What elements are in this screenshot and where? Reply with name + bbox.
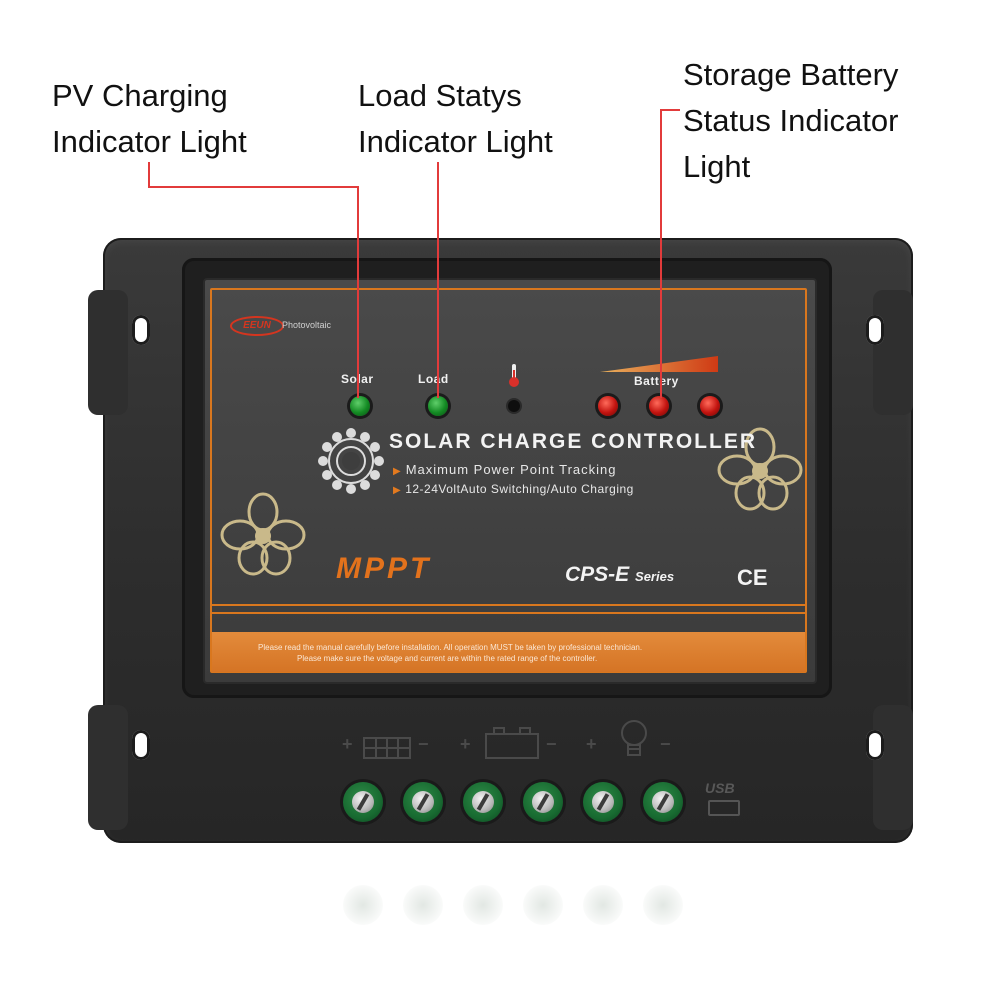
usb-port[interactable] (708, 800, 740, 816)
series-suffix: Series (635, 569, 675, 584)
right-mounting-ear-bottom (873, 705, 913, 830)
battery-negative-terminal[interactable] (523, 782, 563, 822)
terminal-reflection (583, 885, 623, 925)
battery-positive-terminal[interactable] (463, 782, 503, 822)
feature-text-2: 12-24VoltAuto Switching/Auto Charging (405, 482, 634, 496)
terminal-reflection (463, 885, 503, 925)
warning-line-1: Please read the manual carefully before … (258, 643, 643, 652)
sun-logo-icon (318, 428, 384, 494)
battery-indicator-led-2 (649, 396, 669, 416)
temperature-icon (509, 364, 519, 387)
battery-leader-line-vertical (660, 109, 662, 398)
battery-label: Battery (634, 374, 679, 388)
battery-callout-line-2: Status Indicator (683, 103, 899, 138)
orange-frame (210, 288, 807, 673)
orange-stripe-bottom (212, 612, 805, 614)
feature-text-1: Maximum Power Point Tracking (405, 462, 617, 477)
feature-line-2: ▶12-24VoltAuto Switching/Auto Charging (393, 482, 634, 496)
warning-band (212, 632, 805, 672)
left-mounting-ear-bottom (88, 705, 128, 830)
triangle-bullet-icon: ▶ (393, 485, 402, 496)
solar-negative-terminal[interactable] (403, 782, 443, 822)
pv-charging-callout: PV Charging Indicator Light (52, 73, 247, 165)
brand-subtext: Photovoltaic (282, 320, 332, 330)
battery-callout-line-1: Storage Battery (683, 57, 899, 92)
load-plus-mark: + (586, 734, 597, 754)
battery-callout-line-3: Light (683, 149, 751, 184)
battery-minus-mark: − (546, 734, 557, 754)
battery-status-callout: Storage Battery Status Indicator Light (683, 52, 898, 190)
label-panel (203, 278, 817, 684)
pv-callout-line-1: PV Charging (52, 78, 228, 113)
pv-leader-line (148, 162, 150, 187)
solar-indicator-led (350, 396, 370, 416)
mounting-hole-bottom-right (866, 730, 884, 760)
ce-mark: CE (737, 565, 768, 590)
screw-icon (652, 791, 674, 813)
pv-leader-line-horizontal (148, 186, 359, 188)
battery-level-wedge (600, 356, 718, 372)
brand-logo: EEUN (230, 316, 284, 336)
load-positive-terminal[interactable] (583, 782, 623, 822)
triangle-bullet-icon: ▶ (393, 466, 402, 477)
screw-icon (532, 791, 554, 813)
solar-plus-mark: + (342, 734, 353, 754)
terminal-reflection (343, 885, 383, 925)
load-minus-mark: − (660, 734, 671, 754)
terminal-reflection (643, 885, 683, 925)
mounting-hole-top-left (132, 315, 150, 345)
flower-decoration-right (717, 427, 803, 511)
solar-minus-mark: − (418, 734, 429, 754)
usb-port-label: USB (705, 780, 735, 796)
feature-line-1: ▶Maximum Power Point Tracking (393, 462, 616, 477)
screw-icon (412, 791, 434, 813)
left-mounting-ear-top (88, 290, 128, 415)
load-status-callout: Load Statys Indicator Light (358, 73, 553, 165)
pv-leader-line-vertical (357, 186, 359, 398)
series-name: CPS-E Series (565, 563, 674, 587)
load-leader-line (437, 162, 439, 398)
solar-panel-icon (363, 737, 411, 759)
screw-icon (592, 791, 614, 813)
mounting-hole-top-right (866, 315, 884, 345)
screw-icon (472, 791, 494, 813)
load-label: Load (418, 372, 449, 386)
terminal-reflection (523, 885, 563, 925)
battery-icon (485, 727, 539, 759)
battery-plus-mark: + (460, 734, 471, 754)
load-negative-terminal[interactable] (643, 782, 683, 822)
mppt-mark: MPPT (336, 552, 432, 585)
load-indicator-led (428, 396, 448, 416)
load-callout-line-2: Indicator Light (358, 124, 553, 159)
mounting-hole-bottom-left (132, 730, 150, 760)
screw-icon (352, 791, 374, 813)
lightbulb-icon (621, 720, 647, 756)
pv-callout-line-2: Indicator Light (52, 124, 247, 159)
battery-indicator-led-1 (598, 396, 618, 416)
battery-leader-line-horizontal (660, 109, 680, 111)
temperature-sensor (508, 400, 520, 412)
battery-indicator-led-3 (700, 396, 720, 416)
right-mounting-ear-top (873, 290, 913, 415)
warning-line-2: Please make sure the voltage and current… (297, 654, 598, 663)
terminal-reflection (403, 885, 443, 925)
series-model: CPS-E (565, 563, 630, 586)
solar-positive-terminal[interactable] (343, 782, 383, 822)
orange-stripe-top (212, 604, 805, 606)
flower-decoration-left (220, 492, 306, 576)
load-callout-line-1: Load Statys (358, 78, 522, 113)
product-title: SOLAR CHARGE CONTROLLER (389, 430, 757, 453)
